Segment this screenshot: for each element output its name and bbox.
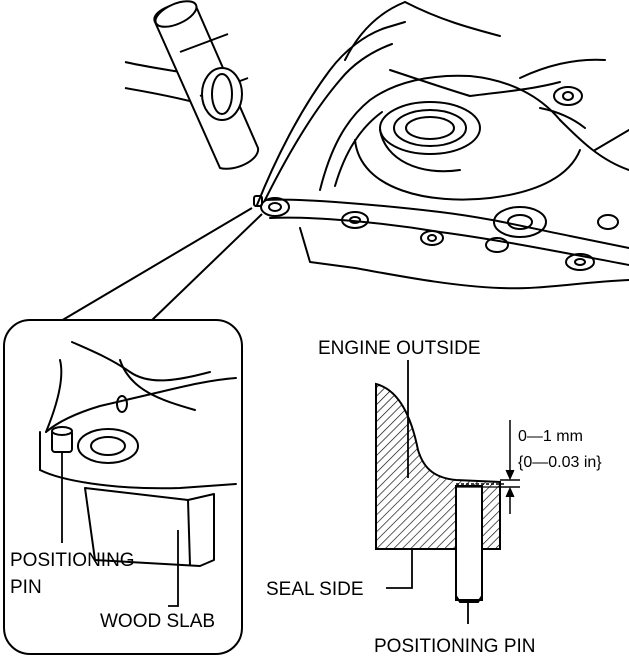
label-dimension-metric: 0—1 mm: [518, 428, 583, 445]
label-dimension-imperial: {0—0.03 in}: [518, 454, 602, 471]
leader-seal-side: [386, 549, 413, 589]
cross-section-detail: ENGINE OUTSIDE 0—1 mm {0—0.03 in} SEAL S…: [266, 338, 602, 657]
label-positioning-pin: POSITIONING PIN: [374, 636, 536, 657]
label-positioning-inset-line2: PIN: [10, 577, 42, 598]
hammer-illustration: [124, 0, 260, 170]
inset-detail: POSITIONING PIN WOOD SLAB: [3, 319, 243, 655]
label-engine-outside: ENGINE OUTSIDE: [318, 338, 481, 359]
engine-cover-illustration: [253, 1, 629, 290]
positioning-pin-section: [455, 485, 483, 601]
label-seal-side: SEAL SIDE: [266, 579, 364, 600]
label-wood-slab: WOOD SLAB: [100, 611, 215, 632]
leader-wood-slab: [168, 530, 179, 607]
label-positioning-inset-line1: POSITIONING: [10, 550, 135, 571]
